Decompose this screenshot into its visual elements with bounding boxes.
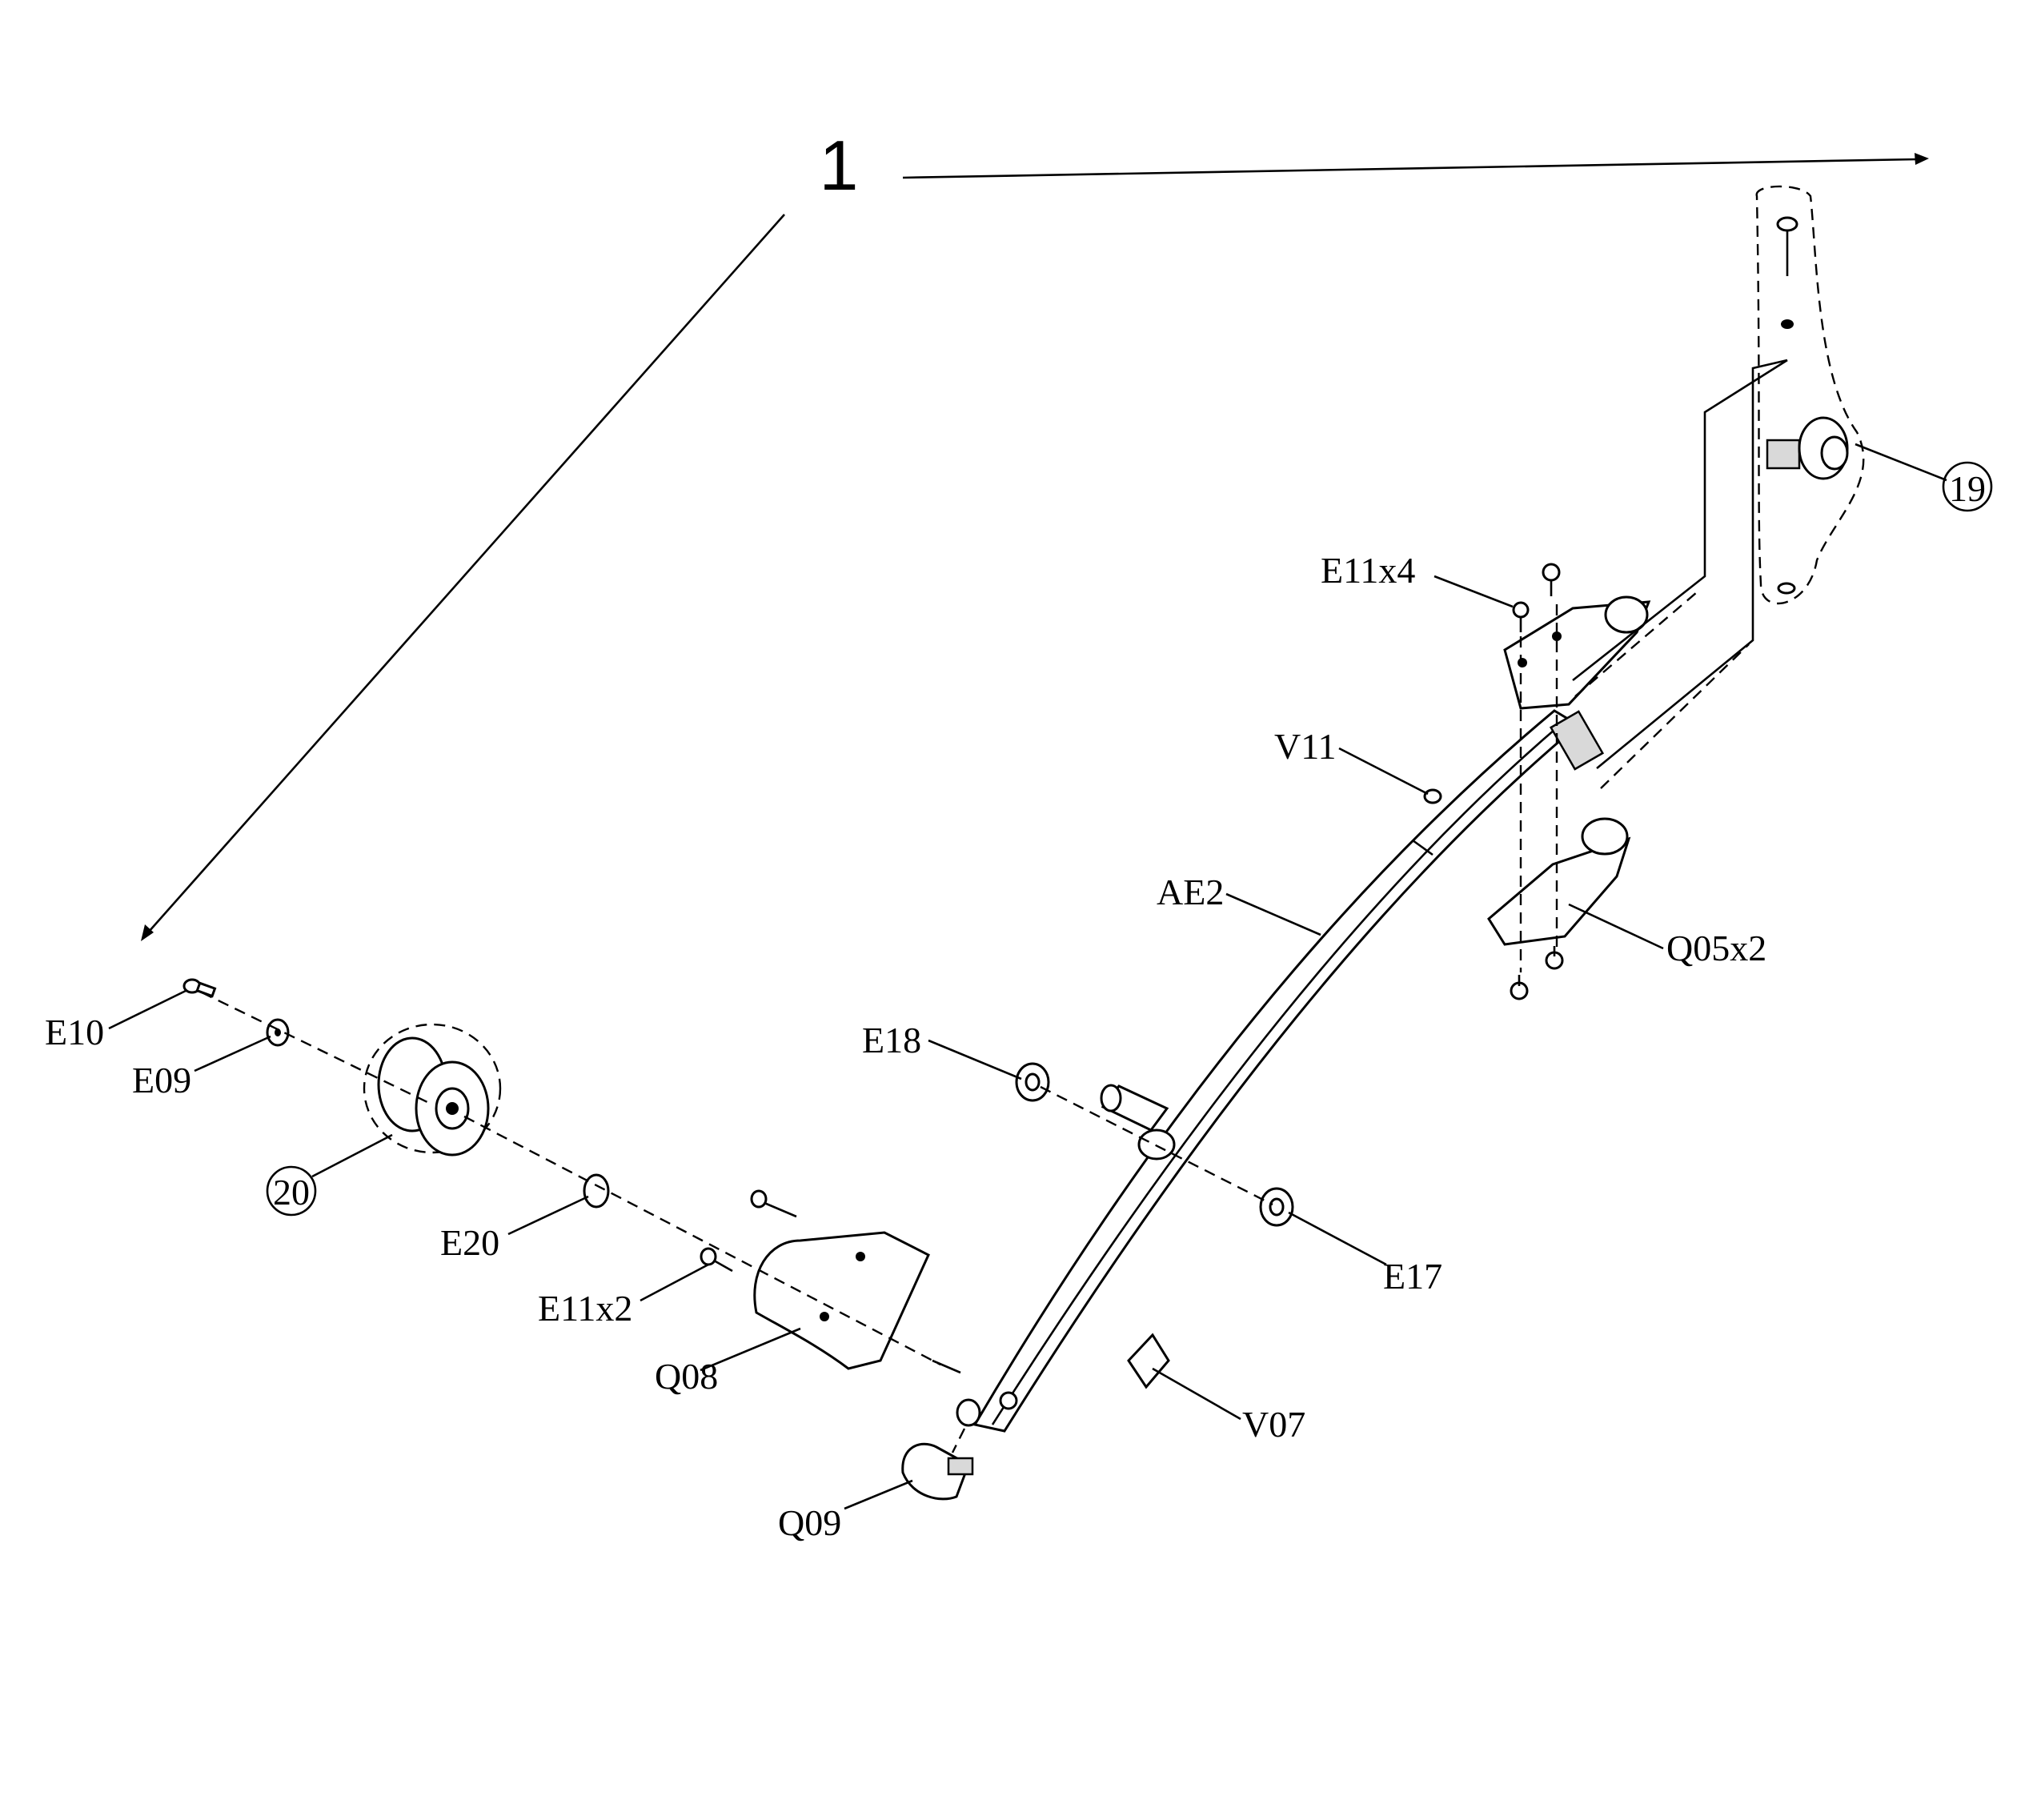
label-v11: V11 [1274,726,1337,767]
arm-ae2 [956,709,1605,1433]
clip-e20 [583,1173,610,1209]
label-e09: E09 [132,1060,191,1100]
callout-20: 20 [266,1133,393,1217]
subassembly-20 [363,1023,502,1157]
lower-clamp-cover [1487,817,1631,946]
assembly-number: 1 [820,126,859,205]
screws-e11-upper [1512,563,1561,632]
label-ae2: AE2 [1157,872,1224,912]
assembly-extent-arrow-left [141,214,785,941]
label-e17: E17 [1383,1256,1442,1297]
label-e10: E10 [45,1012,104,1052]
label-e18: E18 [862,1020,921,1060]
end-cap-q09 [901,1442,974,1501]
callout-19: 19 [1855,443,1993,512]
bushing-e17 [1259,1187,1294,1227]
label-q05x2: Q05x2 [1666,928,1766,968]
assembly-extent-arrow-right [902,153,1929,179]
screws-q05-lower [1510,946,1564,1000]
subassembly-19 [1755,185,1865,605]
nut-v11 [1423,788,1442,804]
leader-lines [108,575,1664,1510]
bushing-e18 [1015,1062,1050,1102]
cover-q08 [753,1231,961,1374]
bolt-e10 [182,978,217,998]
part-labels: E11x4 V11 AE2 Q05x2 E10 E09 E18 E20 E17 … [45,550,1766,1543]
svg-text:19: 19 [1949,468,1986,509]
label-plate-v07 [1127,1333,1170,1389]
label-e11x2: E11x2 [538,1288,632,1329]
label-q09: Q09 [778,1502,841,1543]
label-e20: E20 [440,1222,499,1263]
label-v07: V07 [1242,1404,1305,1445]
label-e11x4: E11x4 [1321,550,1415,591]
alignment-lines [201,359,1788,1453]
label-q08: Q08 [655,1356,718,1397]
pivot-tube [1100,1084,1176,1161]
svg-text:20: 20 [273,1172,310,1213]
